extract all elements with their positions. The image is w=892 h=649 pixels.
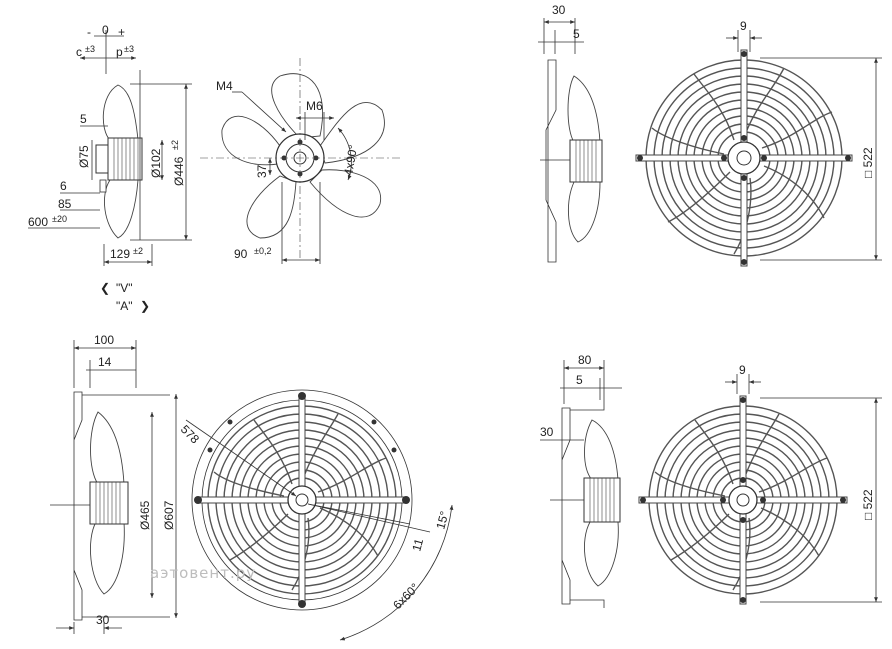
dim-600-tol: ±20	[52, 214, 67, 224]
dim-100: 100	[94, 333, 114, 347]
side-view-small: - 0 + c ±3 p ±3 5 Ø75 Ø102 Ø446 ±2 6 85 …	[28, 23, 192, 313]
dim-plus: +	[118, 25, 125, 39]
dim-c: c	[76, 45, 82, 59]
arrow-left-glyph: ❮	[100, 281, 110, 295]
dim-90-tol: ±0,2	[254, 246, 271, 256]
dim-0446: Ø446	[172, 156, 186, 186]
dim-5: 5	[576, 373, 583, 387]
dim-9: 9	[740, 19, 747, 33]
dim-5: 5	[80, 112, 87, 126]
dim-6: 6	[60, 179, 67, 193]
dim-9: 9	[739, 363, 746, 377]
dim-0446-tol: ±2	[170, 140, 180, 150]
dim-522: □ 522	[861, 489, 875, 520]
dim-30: 30	[552, 3, 566, 17]
dim-30-bottom: 30	[96, 613, 110, 627]
dim-5: 5	[573, 27, 580, 41]
dim-p-tol: ±3	[124, 44, 134, 54]
front-view-top-right: 9 □ 522	[635, 19, 882, 267]
side-view-bottom-right: 80 5 30	[540, 353, 622, 608]
dim-m4: M4	[216, 79, 233, 93]
dim-c-tol: ±3	[85, 44, 95, 54]
label-a: "A"	[116, 299, 133, 313]
front-view-bottom-right: 9 □ 522	[638, 363, 882, 605]
dim-0607: Ø607	[162, 500, 176, 530]
dim-4x90: 4x90°	[341, 144, 360, 177]
dim-p: p	[116, 45, 123, 59]
dim-578: 578	[178, 422, 202, 446]
dim-0465: Ø465	[138, 500, 152, 530]
dim-15: 15°	[433, 509, 451, 530]
dim-30: 30	[540, 425, 554, 439]
dim-85: 85	[58, 197, 72, 211]
watermark: аэтовент.ру	[150, 564, 256, 582]
dim-80: 80	[578, 353, 592, 367]
dim-522: □ 522	[861, 147, 875, 178]
label-v: "V"	[116, 281, 133, 295]
dim-14: 14	[98, 355, 112, 369]
front-view-bottom-left: 578 15° 11 6x60°	[178, 389, 454, 641]
side-view-top-right: 30 5	[538, 3, 603, 263]
impeller-view: M4 M6 37 4x90° 90 ±0,2	[200, 58, 400, 264]
dim-zero: 0	[102, 23, 109, 37]
dim-129-tol: ±2	[133, 246, 143, 256]
dim-075: Ø75	[77, 145, 91, 168]
dim-0102: Ø102	[149, 148, 163, 178]
dim-600: 600	[28, 215, 48, 229]
dim-6x60: 6x60°	[390, 580, 422, 612]
dim-129: 129	[110, 247, 130, 261]
dim-m6: M6	[306, 99, 323, 113]
dim-minus: -	[87, 25, 91, 39]
dim-90: 90	[234, 247, 248, 261]
dim-37: 37	[255, 164, 269, 178]
dim-11: 11	[409, 537, 426, 553]
side-view-bottom-left: 100 14 Ø465 Ø607 30	[50, 333, 178, 634]
arrow-right-glyph: ❯	[140, 299, 150, 313]
